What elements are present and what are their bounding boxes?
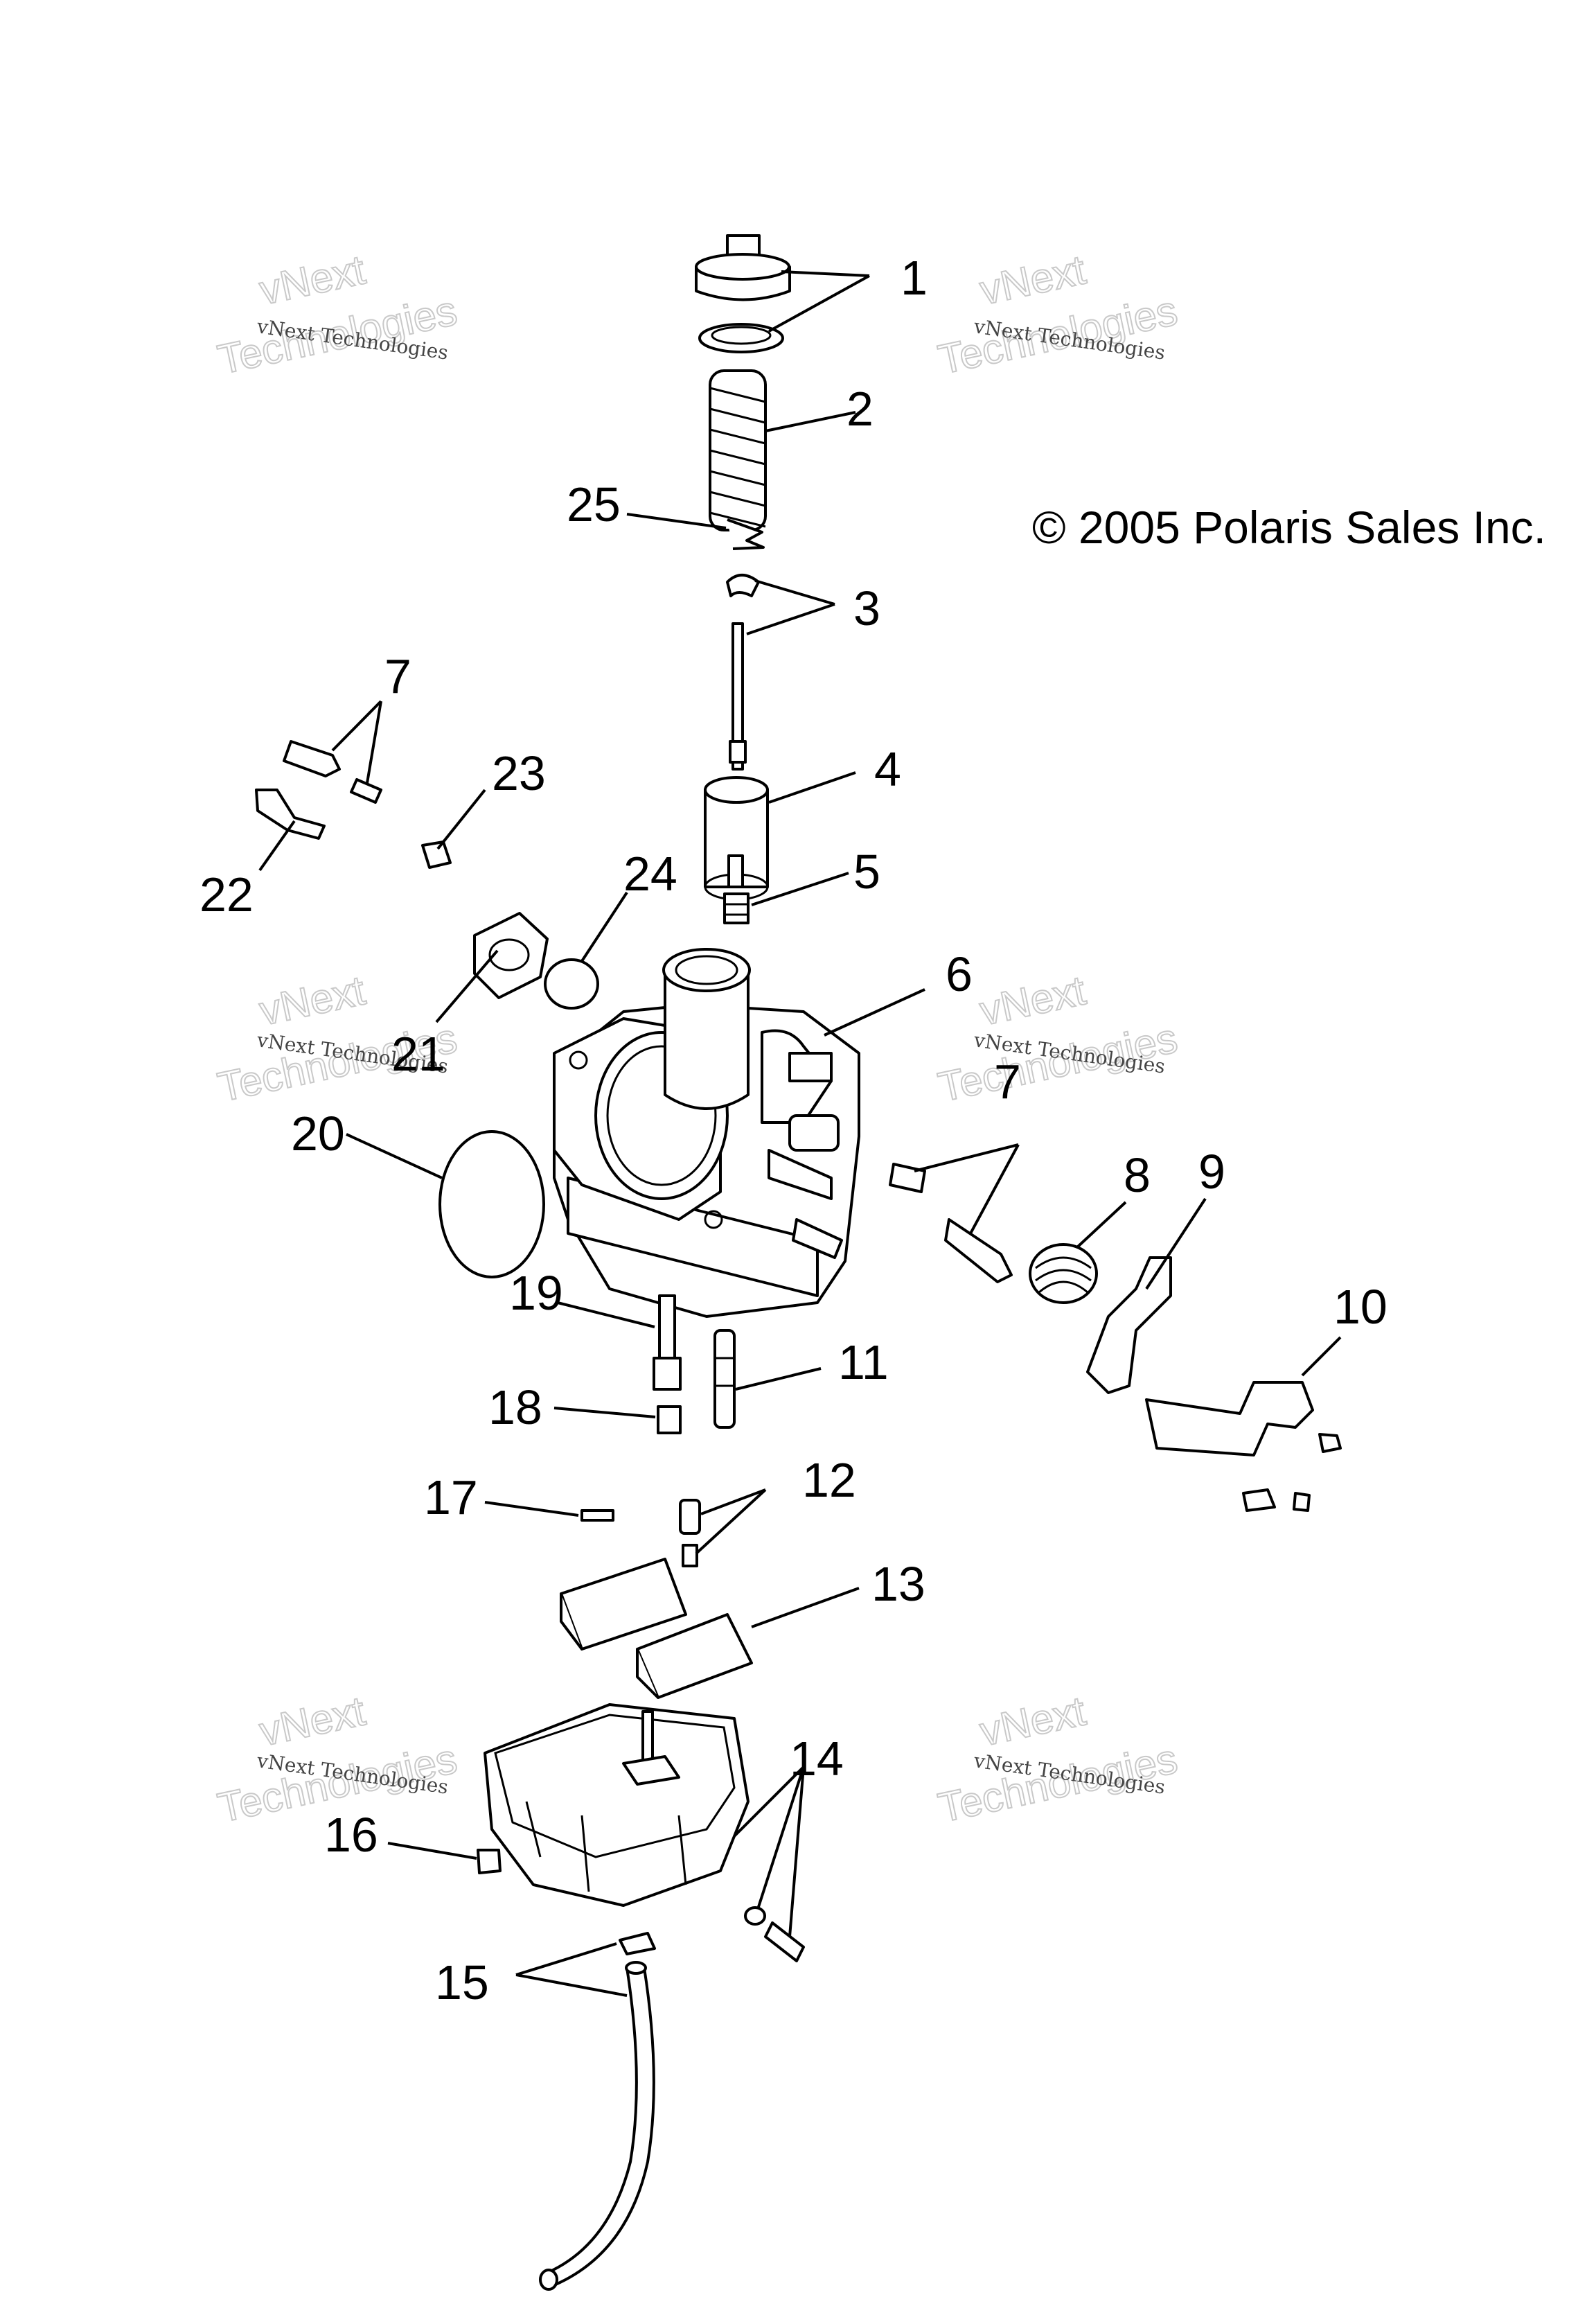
- part-24-o-ring: [544, 958, 599, 1010]
- callout-21: 21: [391, 1027, 445, 1081]
- watermark-text: vNext: [256, 967, 369, 1034]
- part-7-screws-left: [283, 740, 382, 804]
- part-3-needle: [726, 574, 760, 771]
- part-20-large-o-ring: [438, 1130, 545, 1278]
- part-14-drain-screw: [744, 1906, 805, 1962]
- callout-25: 25: [567, 477, 621, 531]
- part-11-needle-jet: [713, 1329, 736, 1429]
- part-17-pin: [580, 1509, 614, 1522]
- callout-3: 3: [853, 581, 880, 635]
- callout-14: 14: [790, 1732, 844, 1786]
- part-10-bracket: [1145, 1381, 1342, 1512]
- part-1-cap: [695, 234, 791, 353]
- callout-19: 19: [509, 1266, 563, 1320]
- callout-7-right: 7: [994, 1055, 1021, 1109]
- part-21-gasket-plate: [473, 912, 549, 999]
- callout-7-left: 7: [384, 649, 411, 703]
- callout-labels: 1 2 25 3 4 5 6 7 22 23 21 24 20 7 8 9 10…: [200, 251, 1387, 2009]
- callout-24: 24: [623, 847, 677, 901]
- float-bowl: [484, 1703, 750, 1907]
- callout-12: 12: [802, 1453, 856, 1507]
- callout-18: 18: [488, 1380, 542, 1434]
- callout-1: 1: [901, 251, 928, 305]
- part-2-spring: [709, 369, 767, 531]
- copyright-text: © 2005 Polaris Sales Inc.: [1032, 502, 1546, 553]
- part-25-clip: [727, 518, 765, 550]
- watermark-top-left: vNext Technologies vNext Technologies: [213, 245, 462, 383]
- watermark-text: vNext: [976, 967, 1090, 1034]
- watermark-top-right: vNext Technologies vNext Technologies: [934, 245, 1182, 383]
- callout-15: 15: [435, 1955, 489, 2009]
- callout-20: 20: [291, 1107, 345, 1161]
- callout-8: 8: [1124, 1148, 1151, 1202]
- part-22-screw: [255, 789, 326, 840]
- callout-10: 10: [1333, 1280, 1387, 1334]
- part-5-jet: [723, 892, 750, 924]
- part-23-screw: [421, 840, 452, 869]
- watermark-text: vNext: [976, 246, 1090, 313]
- callout-11: 11: [838, 1335, 889, 1389]
- watermark-text: vNext: [256, 246, 369, 313]
- part-7-screws-right: [889, 1163, 1013, 1283]
- part-8-spring: [1029, 1243, 1098, 1304]
- watermark-text: vNext: [976, 1687, 1090, 1754]
- part-9-lever: [1086, 1256, 1172, 1394]
- leader-lines: [258, 270, 1342, 1997]
- part-6-carburetor-body: [553, 948, 860, 1318]
- part-19-screw: [653, 1294, 682, 1391]
- part-15-drain-hose: [539, 1932, 656, 2291]
- callout-5: 5: [853, 845, 880, 899]
- callout-4: 4: [874, 742, 901, 796]
- callout-6: 6: [946, 947, 973, 1001]
- watermark-bottom-right: vNext Technologies vNext Technologies: [934, 1687, 1182, 1831]
- part-18-jet: [657, 1405, 682, 1434]
- callout-16: 16: [324, 1808, 378, 1862]
- watermark-text: vNext: [256, 1687, 369, 1754]
- callout-23: 23: [492, 746, 546, 800]
- part-13-floats: [560, 1558, 753, 1699]
- callout-22: 22: [200, 868, 254, 922]
- part-12-needle-valve: [679, 1499, 701, 1567]
- part-16-screw: [477, 1849, 502, 1874]
- callout-2: 2: [846, 382, 874, 436]
- callout-13: 13: [871, 1557, 925, 1611]
- callout-17: 17: [424, 1470, 478, 1524]
- callout-9: 9: [1198, 1145, 1225, 1199]
- part-4-slide: [704, 776, 769, 901]
